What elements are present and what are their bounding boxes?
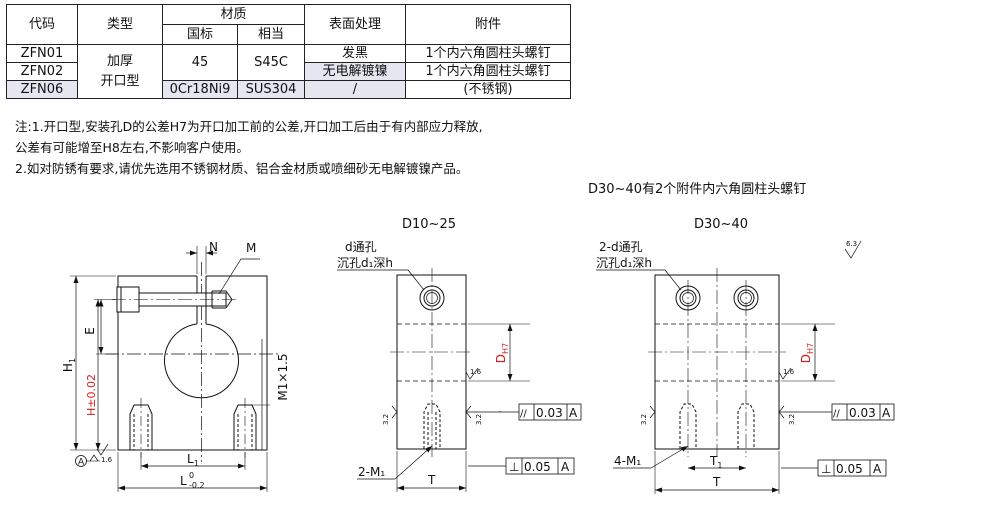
front-body-outline xyxy=(117,275,268,451)
mid-view-title: D10~25 xyxy=(402,217,456,232)
mid-par-sym: // xyxy=(520,409,527,420)
table-header-row-2: 国标 相当 xyxy=(7,24,571,45)
label-L-tol-lower: -0.2 xyxy=(189,481,205,490)
header-equiv: 相当 xyxy=(237,24,305,45)
right-par-sym: // xyxy=(833,409,840,420)
right-rough-2: 3.2 xyxy=(640,414,648,425)
right-callout-leader xyxy=(596,269,682,291)
mid-M1: 2-M₁ xyxy=(358,465,385,479)
right-view xyxy=(596,240,895,494)
mid-tap-hole xyxy=(423,403,441,449)
rough-symbol xyxy=(96,443,109,456)
note-line-3: 2.如对防锈有要求,请优先选用不锈钢材质、铝合金材质或喷细砂无电解镀镍产品。 xyxy=(15,161,469,176)
label-L: L xyxy=(180,474,187,488)
right-perp-frame xyxy=(817,459,887,477)
label-H1: H1 xyxy=(61,358,77,372)
mid-callout-1: d通孔 xyxy=(345,240,377,254)
mid-perp-frame xyxy=(505,457,575,475)
right-rough-1: 1.6 xyxy=(783,368,795,376)
right-view-title: D30~40 xyxy=(694,217,748,232)
cell-gb-1: 45 xyxy=(162,44,238,81)
header-accessory: 附件 xyxy=(405,4,571,45)
table-row: ZFN06 0Cr18Ni9 SUS304 / (不锈钢) xyxy=(6,80,571,99)
label-E: E xyxy=(83,327,97,335)
mid-T: T xyxy=(427,473,436,487)
right-par-val: 0.03 xyxy=(849,406,876,420)
cell-surface-2: 无电解镀镍 xyxy=(304,62,406,81)
mid-labels: d通孔 沉孔d₁深h DH7 1.6 3.2 3.2 // 0.03 A ⊥ 0… xyxy=(337,240,578,487)
right-callout-2: 沉孔d₁深h xyxy=(596,256,652,270)
mid-M1-leader xyxy=(394,445,433,480)
front-labels: N M E H1 H±0.02 M1×1.5 L1 L 0 -0.2 A 1.6 xyxy=(61,240,290,490)
right-tap-hole-1 xyxy=(679,403,697,449)
leader-M xyxy=(218,258,260,295)
front-view xyxy=(70,246,280,492)
mid-label-DH7: DH7 xyxy=(494,343,510,363)
right-tap-hole-2 xyxy=(737,403,755,449)
right-parallelism-frame xyxy=(831,403,895,421)
label-datum-A: A xyxy=(78,458,85,468)
right-rough-3: 3.2 xyxy=(788,414,796,425)
label-L-tol-upper: 0 xyxy=(189,471,194,480)
mid-perp-val: 0.05 xyxy=(524,460,551,474)
right-M1-leader xyxy=(650,445,689,469)
right-perp-val: 0.05 xyxy=(836,462,863,476)
right-perp-ref: A xyxy=(873,462,882,476)
cell-gb-2: 0Cr18Ni9 xyxy=(162,80,238,99)
cell-equiv-2: SUS304 xyxy=(237,80,305,99)
right-callout-1: 2-d通孔 xyxy=(599,240,643,254)
cell-accessory-3: (不锈钢) xyxy=(405,80,571,99)
right-rough-overall-label: 6.3 xyxy=(846,240,857,248)
table-header-row-1: 代码 类型 材质 表面处理 附件 xyxy=(6,4,571,45)
right-par-ref: A xyxy=(882,406,891,420)
note-line-2: 公差有可能增至H8左右,不影响客户使用。 xyxy=(15,140,249,155)
label-rough: 1.6 xyxy=(101,456,113,464)
right-rough-overall xyxy=(844,240,862,259)
right-labels: 2-d通孔 沉孔d₁深h DH7 1.6 3.2 3.2 6.3 // 0.03… xyxy=(596,240,891,489)
cell-accessory-1: 1个内六角圆柱头螺钉 xyxy=(405,44,571,63)
mid-callout-leader xyxy=(337,269,425,291)
cell-type: 加厚 开口型 xyxy=(77,44,163,99)
label-N: N xyxy=(209,240,218,254)
spec-table: 代码 类型 材质 表面处理 附件 国标 相当 ZFN01 加厚 开口型 45 S… xyxy=(6,4,571,99)
label-M1x15: M1×1.5 xyxy=(276,353,290,400)
right-M1: 4-M₁ xyxy=(614,454,641,468)
mid-body-outline xyxy=(396,274,467,450)
mid-view xyxy=(337,268,582,492)
mid-rough-1: 1.6 xyxy=(470,368,482,376)
right-perp-sym: ⊥ xyxy=(821,462,831,476)
d30-note: D30~40有2个附件内六角圆柱头螺钉 xyxy=(588,182,807,197)
mid-perp-sym: ⊥ xyxy=(509,460,519,474)
notes: 注:1.开口型,安装孔D的公差H7为开口加工前的公差,开口加工后由于有内部应力释… xyxy=(15,116,483,179)
mid-perp-ref: A xyxy=(561,460,570,474)
header-type: 类型 xyxy=(77,4,163,45)
mid-rough-3: 3.2 xyxy=(475,414,483,425)
cell-code: ZFN06 xyxy=(6,80,78,99)
right-T: T xyxy=(712,475,721,489)
label-L1: L1 xyxy=(187,452,199,468)
cell-equiv-1: S45C xyxy=(237,44,305,81)
mid-callout-2: 沉孔d₁深h xyxy=(337,256,393,270)
mid-par-val: 0.03 xyxy=(536,406,563,420)
header-code: 代码 xyxy=(6,4,78,45)
right-label-DH7: DH7 xyxy=(799,343,815,363)
note-line-1: 注:1.开口型,安装孔D的公差H7为开口加工前的公差,开口加工后由于有内部应力释… xyxy=(15,119,483,134)
label-H-tol: H±0.02 xyxy=(85,374,98,416)
right-T1: T1 xyxy=(709,454,722,470)
mid-par-ref: A xyxy=(569,406,578,420)
label-M: M xyxy=(246,241,256,255)
cell-surface-3: / xyxy=(304,80,406,99)
mid-rough-2: 3.2 xyxy=(382,414,390,425)
